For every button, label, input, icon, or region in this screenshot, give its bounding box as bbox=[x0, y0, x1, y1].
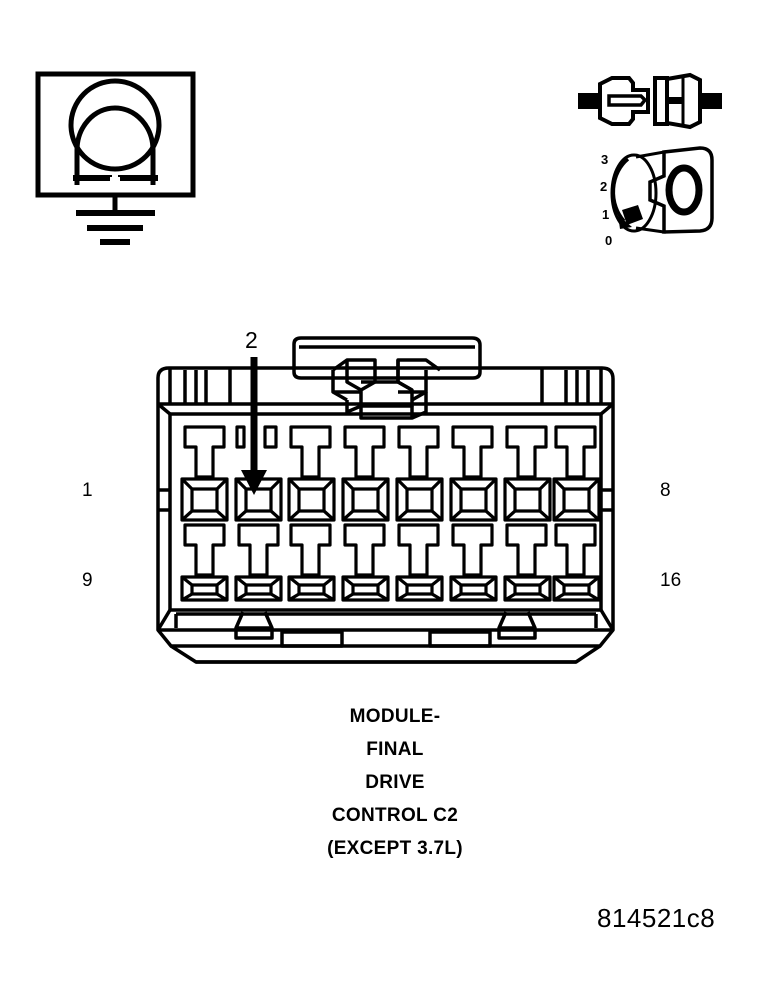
pin-label-top-left: 1 bbox=[82, 480, 93, 501]
ohm-ground-symbol bbox=[35, 71, 196, 245]
rotary-switch-symbol bbox=[610, 146, 714, 234]
caption-line-1: MODULE- bbox=[349, 706, 441, 727]
cavity-row-1 bbox=[180, 425, 601, 522]
callout-arrow bbox=[241, 357, 267, 495]
caption-line-3: DRIVE bbox=[365, 772, 425, 793]
pin-cavity bbox=[234, 425, 283, 522]
connector-latch bbox=[292, 336, 482, 420]
pin-cavity bbox=[180, 523, 229, 602]
callout-label: 2 bbox=[245, 327, 258, 353]
pin-cavity bbox=[395, 523, 444, 602]
pin-cavity bbox=[503, 523, 552, 602]
caption-line-2: FINAL bbox=[366, 739, 424, 760]
pin-cavity bbox=[449, 523, 498, 602]
rotary-switch-position-3: 3 bbox=[601, 152, 609, 167]
pin-cavity bbox=[503, 425, 552, 522]
caption-line-4: CONTROL C2 bbox=[331, 805, 459, 826]
pin-cavity bbox=[180, 425, 229, 522]
pin-label-bottom-left: 9 bbox=[82, 570, 93, 591]
pin-label-top-right: 8 bbox=[660, 480, 671, 501]
pin-cavity-grid bbox=[180, 425, 601, 602]
pin-cavity bbox=[341, 523, 390, 602]
reference-number: 814521c8 bbox=[597, 903, 716, 933]
pin-cavity bbox=[341, 425, 390, 522]
pin-label-bottom-right: 16 bbox=[660, 570, 682, 591]
pin-cavity bbox=[234, 523, 283, 602]
inline-connector-symbol bbox=[578, 72, 722, 130]
pin-cavity bbox=[395, 425, 444, 522]
pin-cavity bbox=[552, 523, 601, 602]
connector-caption: MODULE- FINAL DRIVE CONTROL C2 (EXCEPT 3… bbox=[195, 706, 595, 871]
rotary-switch-position-2: 2 bbox=[600, 179, 608, 194]
pin-cavity bbox=[287, 523, 336, 602]
pin-cavity bbox=[287, 425, 336, 522]
connector-body bbox=[156, 336, 615, 664]
cavity-row-2 bbox=[180, 523, 601, 602]
rotary-switch-position-1: 1 bbox=[602, 207, 610, 222]
caption-line-5: (EXCEPT 3.7L) bbox=[327, 838, 463, 859]
rotary-switch-position-0: 0 bbox=[605, 233, 613, 248]
pin-cavity bbox=[552, 425, 601, 522]
pin-cavity bbox=[449, 425, 498, 522]
